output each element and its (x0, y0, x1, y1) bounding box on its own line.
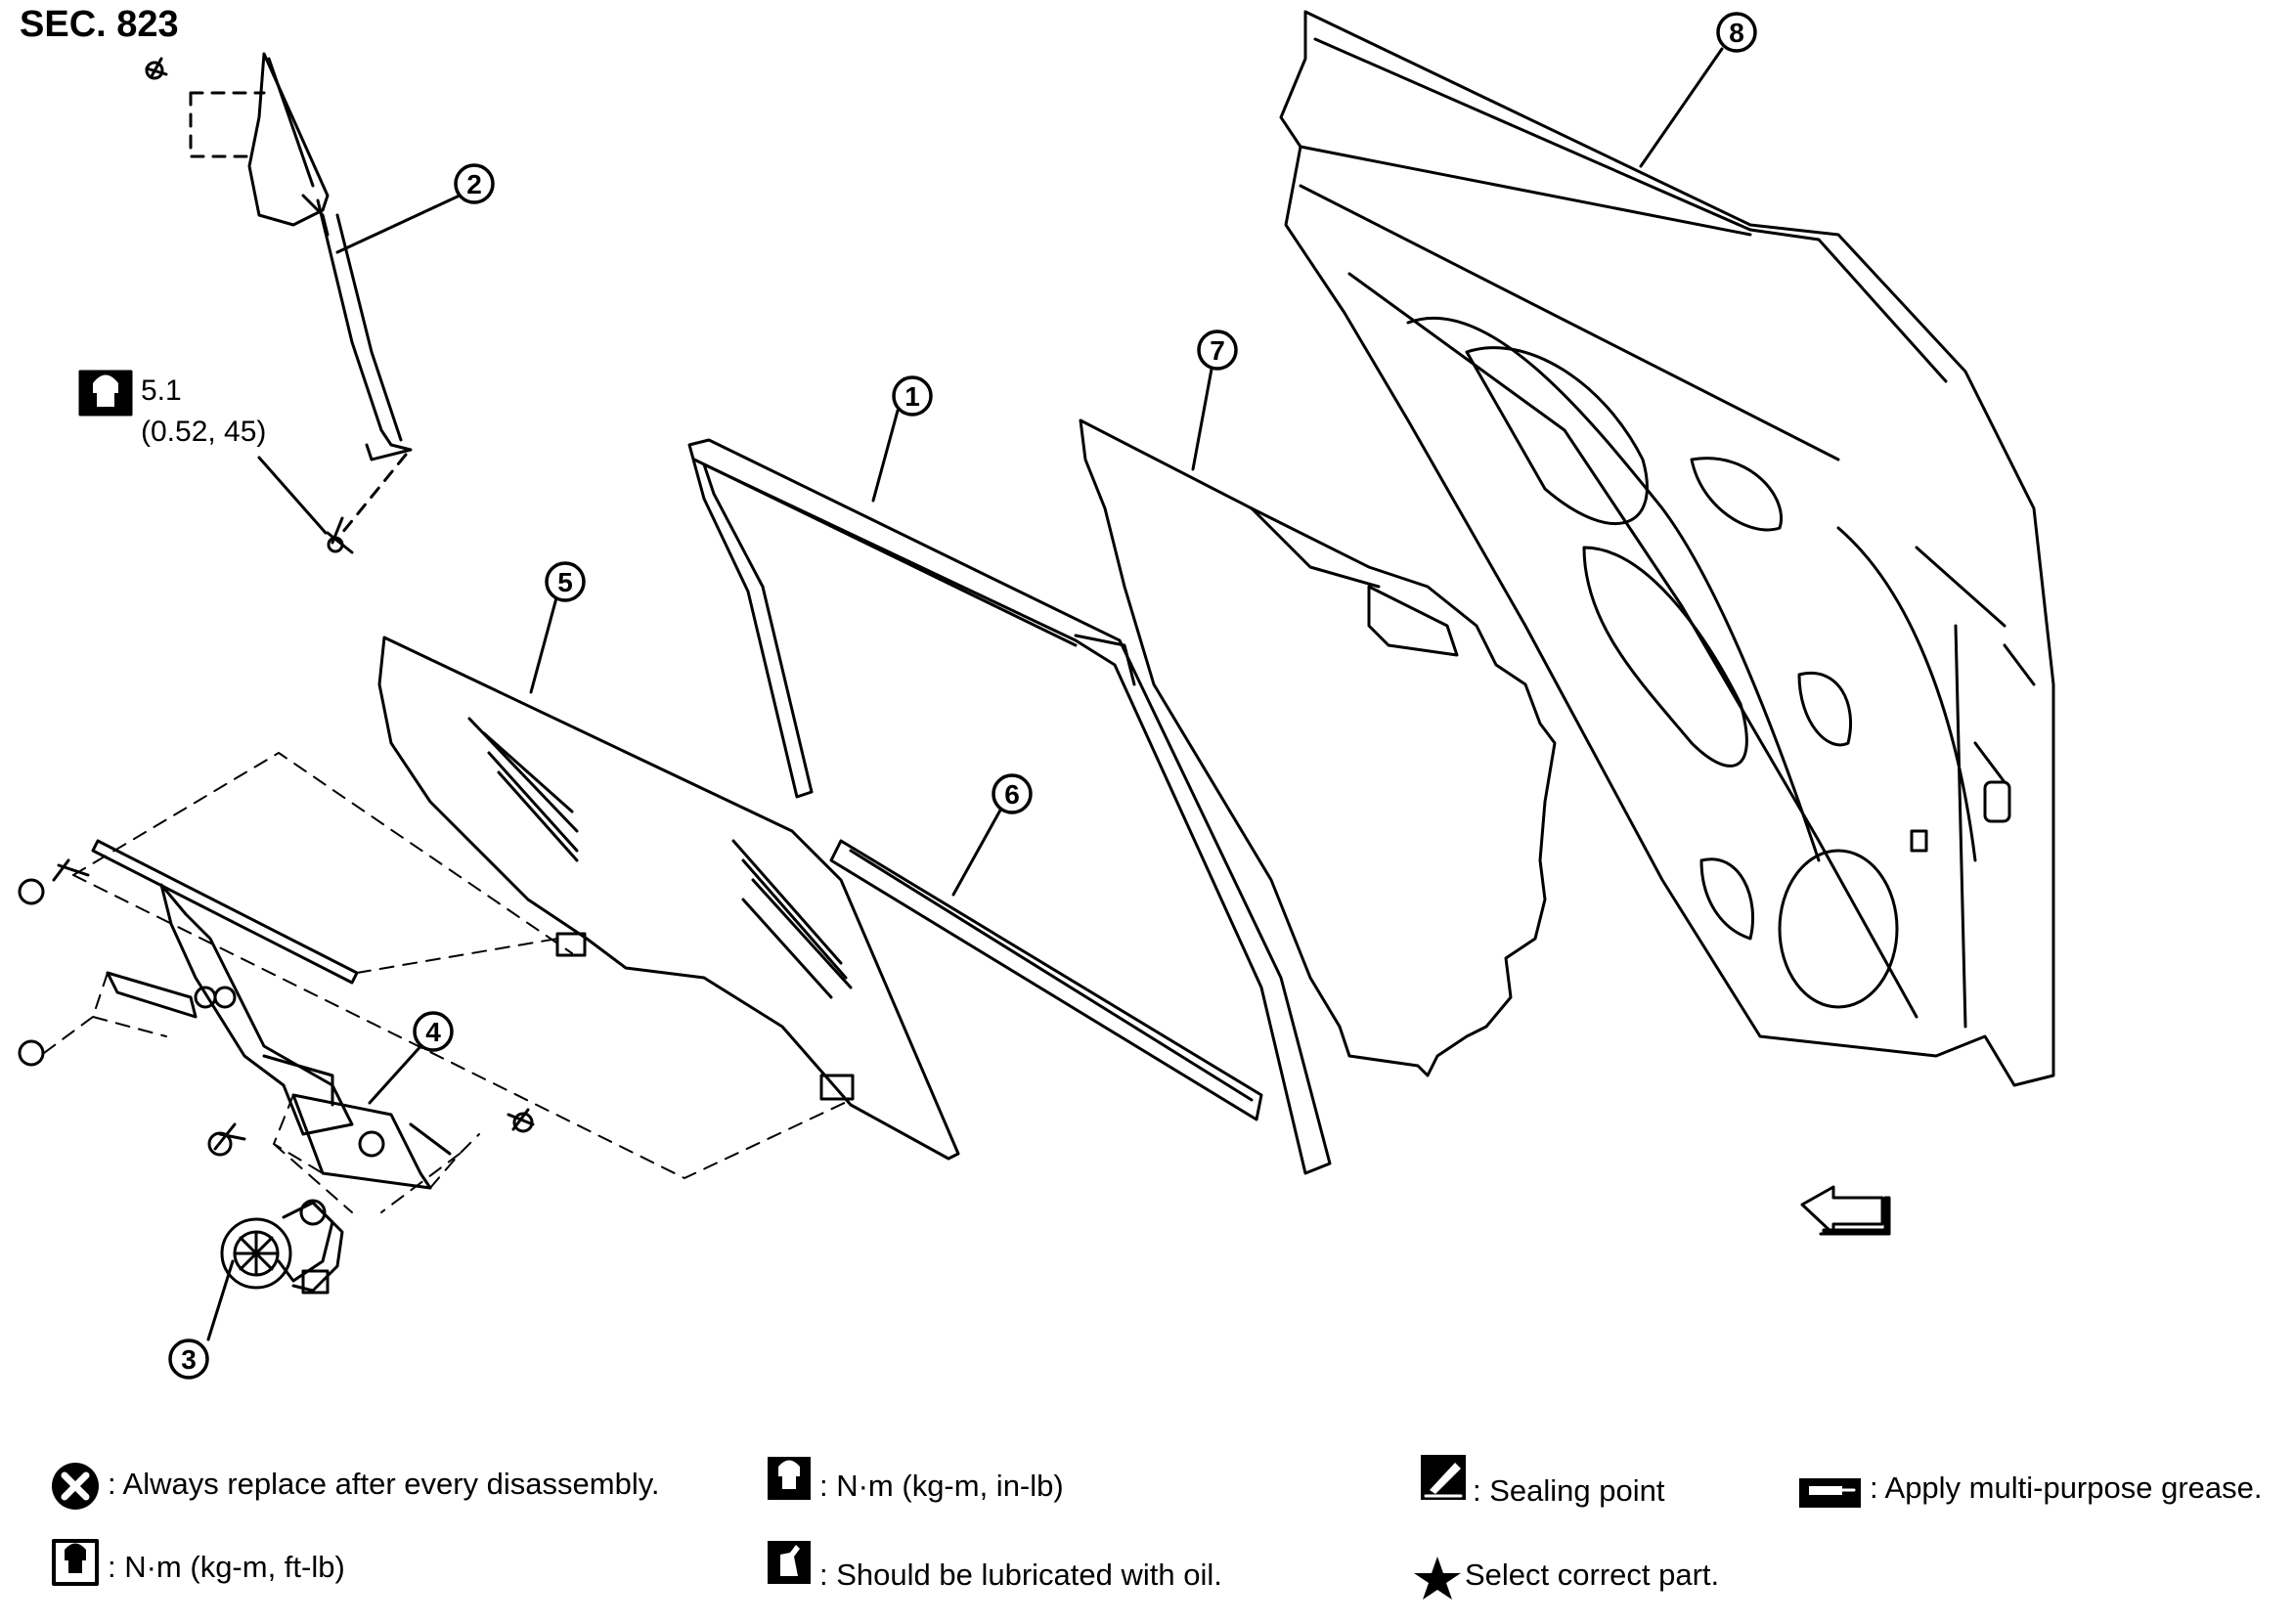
callout-circle (892, 375, 933, 417)
door-panel (1279, 10, 2055, 1087)
callout-5: 5 (545, 561, 586, 602)
legend-sealing-text: : Sealing point (1473, 1473, 1665, 1508)
legend-torque-inlb-text: : N·m (kg-m, in-lb) (819, 1469, 1064, 1503)
callout-circle (992, 773, 1033, 814)
legend-torque-inlb: : N·m (kg-m, in-lb) (819, 1469, 1064, 1504)
window-regulator (18, 839, 535, 1190)
callout-number: 3 (181, 1344, 197, 1375)
callout-markers: 1 2 3 4 5 6 7 8 (168, 12, 1757, 1380)
assembly-dashed-lines (43, 752, 852, 1213)
door-glass (377, 636, 960, 1161)
rear-sash (145, 52, 413, 554)
callout-4: 4 (413, 1011, 454, 1052)
sealing-point-icon (1421, 1455, 1466, 1500)
sealing-screen (1079, 418, 1557, 1077)
callout-6: 6 (992, 773, 1033, 814)
callout-circle (545, 561, 586, 602)
x-circle-icon (52, 1463, 99, 1510)
legend-select-text: Select correct part. (1465, 1558, 1720, 1592)
callout-circle (168, 1339, 209, 1380)
callout-3: 3 (168, 1339, 209, 1380)
callout-circle (1716, 12, 1757, 53)
legend-torque-ftlb: : N·m (kg-m, ft-lb) (108, 1550, 345, 1585)
star-icon (1414, 1557, 1461, 1600)
callout-circle (454, 163, 495, 204)
callout-number: 8 (1729, 18, 1744, 48)
callout-2: 2 (454, 163, 495, 204)
section-number: SEC. 823 (20, 4, 179, 45)
callout-leaders (206, 47, 1724, 1341)
legend-sealing: : Sealing point (1473, 1473, 1664, 1509)
wrench-socket-icon (78, 370, 133, 417)
front-arrow-icon (1800, 1185, 1891, 1236)
legend-oil-text: : Should be lubricated with oil. (819, 1558, 1222, 1592)
callout-8: 8 (1716, 12, 1757, 53)
legend-grease-text: : Apply multi-purpose grease. (1870, 1470, 2263, 1505)
legend-oil: : Should be lubricated with oil. (819, 1558, 1222, 1593)
torque-value-units: (0.52, 45) (141, 416, 267, 448)
torque-value: 5.1 (141, 374, 182, 407)
callout-number: 7 (1210, 335, 1225, 366)
callout-number: 1 (904, 381, 920, 412)
wrench-socket-icon (52, 1539, 99, 1586)
oil-can-icon (768, 1541, 811, 1584)
callout-circle (1197, 329, 1238, 371)
callout-number: 2 (466, 169, 482, 199)
callout-number: 4 (425, 1017, 441, 1047)
grease-gun-icon (1799, 1478, 1861, 1508)
legend-grease: : Apply multi-purpose grease. (1870, 1470, 2263, 1506)
callout-7: 7 (1197, 329, 1238, 371)
legend-replace: : Always replace after every disassembly… (108, 1467, 660, 1502)
legend-replace-text: : Always replace after every disassembly… (108, 1467, 660, 1501)
callout-number: 6 (1004, 779, 1020, 810)
callout-1: 1 (892, 375, 933, 417)
legend-torque-ftlb-text: : N·m (kg-m, ft-lb) (108, 1550, 345, 1584)
regulator-motor (220, 1199, 344, 1295)
callout-number: 5 (557, 567, 573, 597)
legend-select: Select correct part. (1465, 1558, 1719, 1593)
glass-run-channel (687, 438, 1332, 1175)
outside-molding (829, 839, 1263, 1121)
callout-circle (413, 1011, 454, 1052)
wrench-socket-icon (768, 1457, 811, 1500)
